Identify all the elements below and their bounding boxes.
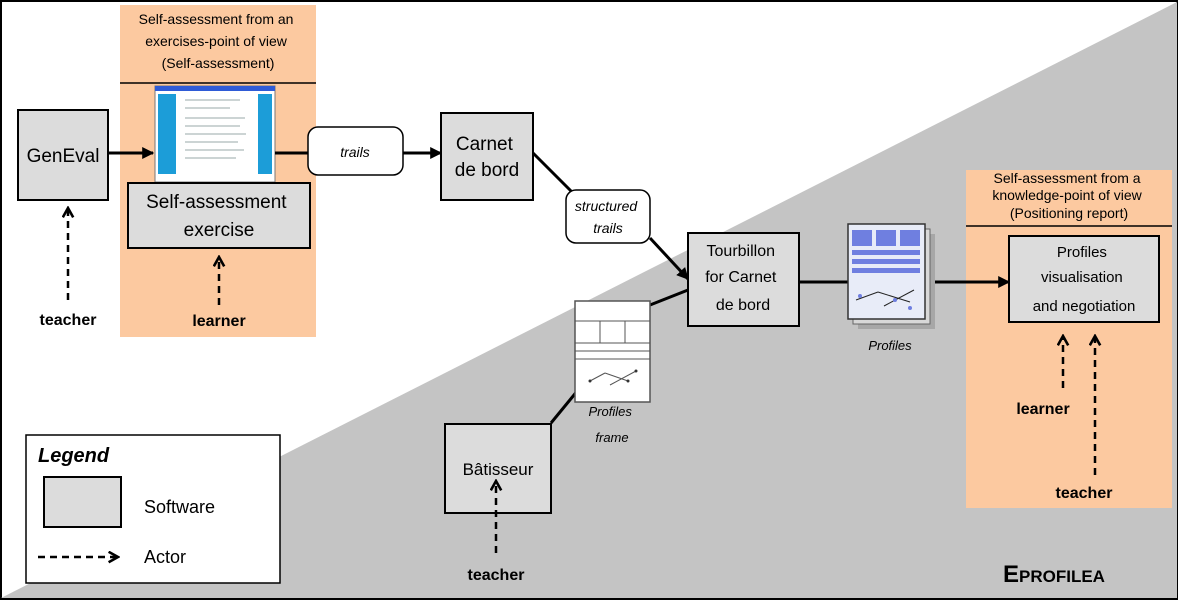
- structured-trails-flow-box: [565, 189, 651, 244]
- legend-title: Legend: [38, 445, 110, 467]
- trails-flow-label: trails: [340, 144, 370, 160]
- self-assessment-exercise-label: Self-assessment exercise: [146, 192, 292, 241]
- profiles-frame-label: Profiles frame: [589, 404, 636, 445]
- self-assessment-exercise-box[interactable]: [127, 182, 311, 249]
- eprofilea-brand: EPROFILEA: [1003, 561, 1105, 588]
- structured-to-tourbillon-arrow: [648, 236, 690, 281]
- batisseur-box[interactable]: [444, 423, 552, 514]
- geneval-label: GenEval: [27, 146, 100, 167]
- legend-software-swatch: [43, 476, 122, 528]
- profiles-visualisation-label: Profiles visualisation and negotiation: [1033, 244, 1136, 315]
- trails-flow-box: [307, 126, 404, 176]
- exercise-zone-title: Self-assessment from an exercises-point …: [139, 11, 298, 71]
- carnet-to-structured-line: [531, 151, 577, 197]
- profiles-visualisation-box[interactable]: [1008, 235, 1160, 323]
- learner-exercise-label: learner: [192, 313, 245, 330]
- tourbillon-label: Tourbillon for Carnet de bord: [705, 243, 781, 314]
- legend-actor-label: Actor: [144, 547, 186, 567]
- exercise-screenshot-thumbnail: [154, 85, 276, 183]
- teacher-vis-label: teacher: [1056, 485, 1113, 502]
- legend-software-label: Software: [144, 497, 215, 517]
- structured-trails-flow-label: structured trails: [575, 198, 641, 236]
- tourbillon-box[interactable]: [687, 232, 800, 327]
- profiles-label: Profiles: [868, 338, 912, 353]
- geneval-box[interactable]: [17, 109, 109, 201]
- frame-to-tourbillon-line: [649, 288, 689, 307]
- knowledge-zone-title: Self-assessment from a knowledge-point o…: [992, 170, 1145, 221]
- carnet-de-bord-box[interactable]: [440, 112, 534, 201]
- learner-vis-label: learner: [1016, 401, 1069, 418]
- carnet-de-bord-label: Carnet de bord: [455, 134, 519, 181]
- teacher-batisseur-label: teacher: [468, 567, 525, 584]
- profiles-document-stack: [847, 223, 935, 329]
- batisseur-label: Bâtisseur: [463, 460, 534, 479]
- teacher-geneval-label: teacher: [40, 312, 97, 329]
- profiles-frame-document: [574, 300, 651, 403]
